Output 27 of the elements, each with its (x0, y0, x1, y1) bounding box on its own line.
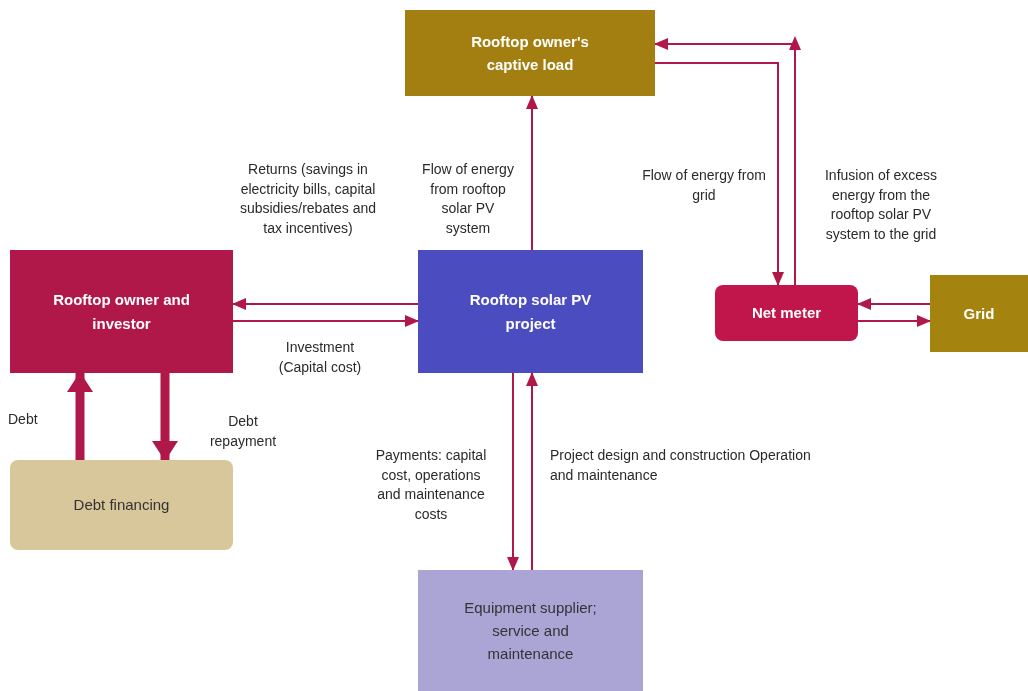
arrow (857, 298, 931, 310)
process-box (405, 10, 655, 96)
node-label: Rooftop solar PV project (468, 290, 593, 334)
arrow (654, 62, 784, 286)
arrow (526, 372, 538, 571)
arrow (654, 36, 801, 286)
node-label: Rooftop owner and investor (52, 290, 191, 334)
node-label: Net meter (751, 303, 822, 324)
process-box (10, 250, 233, 373)
node-label: Equipment supplier; service and maintenance (463, 597, 598, 665)
edge-label: Flow of energy from rooftop solar PV system (422, 160, 514, 239)
process-box (10, 460, 233, 550)
node-label: Grid (963, 303, 995, 324)
arrow (67, 372, 93, 460)
arrow (526, 95, 538, 251)
node-label: Debt financing (73, 495, 170, 516)
node-label: Rooftop owner's captive load (470, 31, 590, 75)
arrow (232, 315, 419, 327)
arrow (232, 298, 419, 310)
process-box (715, 285, 858, 341)
process-box (418, 250, 643, 373)
arrow (507, 372, 519, 571)
process-box (930, 275, 1028, 352)
process-box (418, 570, 643, 691)
arrow (152, 373, 178, 461)
arrow (857, 315, 931, 327)
edge-label: Flow of energy from grid (642, 166, 766, 206)
